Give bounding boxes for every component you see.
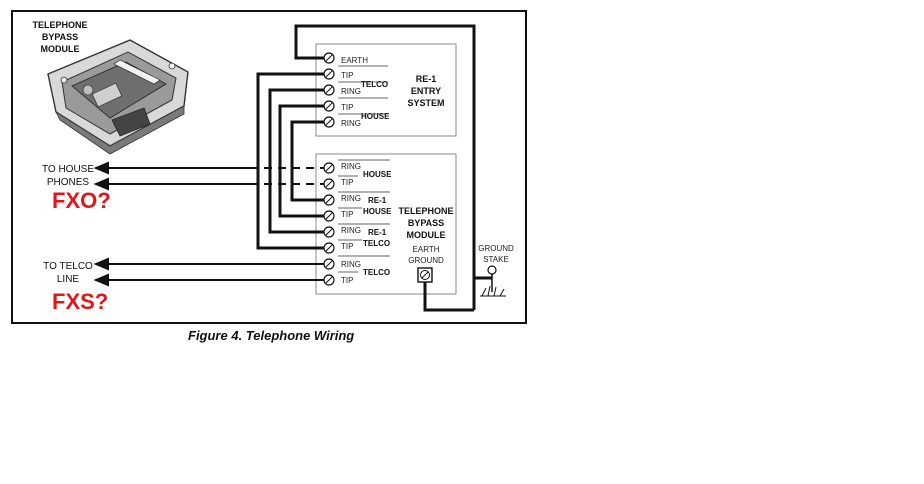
module-photo-illustration: TELEPHONE BYPASS MODULE [32, 20, 189, 155]
tbm-terminal-tip-re1-telco: TIP [341, 242, 353, 251]
ground-stake-label-2: STAKE [483, 255, 509, 264]
house-phone-wires [93, 161, 329, 191]
re1-terminal-tip-house: TIP [341, 103, 353, 112]
tbm-terminal-labels: RING TIP RING TIP RING TIP RING TIP HOUS… [341, 162, 392, 285]
telco-line-wires [93, 257, 329, 287]
tbm-screw-slots [325, 164, 333, 284]
tbm-title-1: TELEPHONE [398, 206, 453, 216]
tbm-terminal-tip-telco: TIP [341, 276, 353, 285]
tbm-block [315, 153, 457, 295]
re1-title-1: RE-1 [416, 74, 437, 84]
ground-stake-label-1: GROUND [478, 244, 514, 253]
re1-group-house: HOUSE [361, 112, 390, 121]
tbm-title: TELEPHONE BYPASS MODULE EARTH GROUND [398, 206, 453, 265]
tbm-group-re1-b: RE-1 [368, 228, 387, 237]
re1-terminal-tip-telco: TIP [341, 71, 353, 80]
tbm-title-3: MODULE [407, 230, 446, 240]
re1-terminal-ring-house: RING [341, 119, 361, 128]
figure-caption: Figure 4. Telephone Wiring [188, 328, 354, 343]
tbm-group-telco-b: TELCO [363, 268, 390, 277]
figure-frame [11, 10, 527, 324]
tbm-terminal-tip-house: TIP [341, 178, 353, 187]
re1-terminal-labels: EARTH TIP RING TIP RING TELCO HOUSE [341, 56, 390, 128]
re1-title-3: SYSTEM [407, 98, 444, 108]
tbm-group-house: HOUSE [363, 170, 392, 179]
tbm-terminal-dividers [338, 159, 390, 273]
re1-terminal-ring-telco: RING [341, 87, 361, 96]
tbm-terminal-ring-re1-telco: RING [341, 226, 361, 235]
fxo-annotation: FXO? [52, 188, 111, 213]
tbm-terminal-tip-re1-house: TIP [341, 210, 353, 219]
telco-line-label-1: TO TELCO [43, 261, 93, 272]
tbm-group-house-b: HOUSE [363, 207, 392, 216]
re1-group-telco: TELCO [361, 80, 388, 89]
tbm-group-telco-a: TELCO [363, 239, 390, 248]
tbm-group-re1-a: RE-1 [368, 196, 387, 205]
ground-stake-icon [480, 265, 506, 297]
module-photo-title-1: TELEPHONE [32, 20, 87, 30]
wiring [256, 24, 492, 312]
tbm-screw-terminals [323, 162, 335, 286]
house-phones-label-1: TO HOUSE [42, 164, 94, 175]
tbm-terminal-ring-house: RING [341, 162, 361, 171]
tbm-earth-2: GROUND [408, 256, 444, 265]
module-photo-title-3: MODULE [41, 44, 80, 54]
re1-title-2: ENTRY [411, 86, 441, 96]
re1-terminal-earth: EARTH [341, 56, 368, 65]
tbm-earth-1: EARTH [413, 245, 440, 254]
re1-screw-slots [325, 54, 333, 126]
tbm-terminal-ring-re1-house: RING [341, 194, 361, 203]
tbm-title-2: BYPASS [408, 218, 444, 228]
module-photo-title-2: BYPASS [42, 32, 78, 42]
house-phones-label-2: PHONES [47, 177, 90, 188]
telco-line-label-2: LINE [57, 274, 80, 285]
re1-title: RE-1 ENTRY SYSTEM [407, 74, 444, 108]
re1-terminal-dividers [338, 65, 388, 115]
fxs-annotation: FXS? [52, 289, 108, 314]
tbm-terminal-ring-telco: RING [341, 260, 361, 269]
